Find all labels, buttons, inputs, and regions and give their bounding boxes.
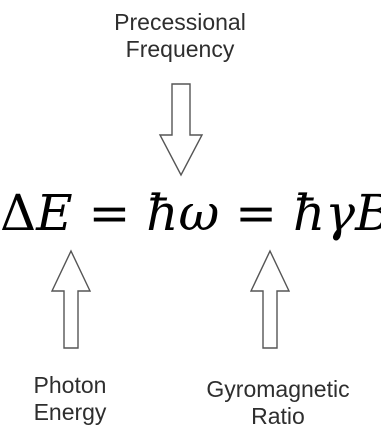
gyromagnetic-ratio-label: Gyromagnetic Ratio [183, 376, 373, 430]
equals-sign: = [72, 184, 147, 242]
magnetic-field-symbol: B [355, 184, 381, 242]
energy-symbol: E [36, 184, 73, 242]
label-line: Frequency [125, 36, 235, 62]
up-arrow-icon [249, 249, 291, 349]
omega-symbol: ω [178, 184, 220, 242]
label-line: Gyromagnetic [206, 376, 350, 402]
gamma-symbol: γ [325, 184, 356, 242]
hbar-symbol: ħ [292, 184, 326, 242]
down-arrow-icon [158, 83, 204, 177]
label-line: Ratio [251, 403, 305, 429]
label-line: Energy [33, 399, 107, 425]
up-arrow-icon [50, 249, 92, 349]
precessional-frequency-label: Precessional Frequency [80, 9, 280, 63]
label-line: Photon [33, 372, 107, 398]
label-line: Precessional [114, 9, 246, 35]
energy-equation: ΔE = ħω = ħγB [0, 183, 381, 243]
hbar-symbol: ħ [146, 184, 179, 242]
delta-symbol: Δ [0, 184, 37, 242]
photon-energy-label: Photon Energy [10, 372, 130, 426]
equals-sign: = [219, 184, 293, 242]
